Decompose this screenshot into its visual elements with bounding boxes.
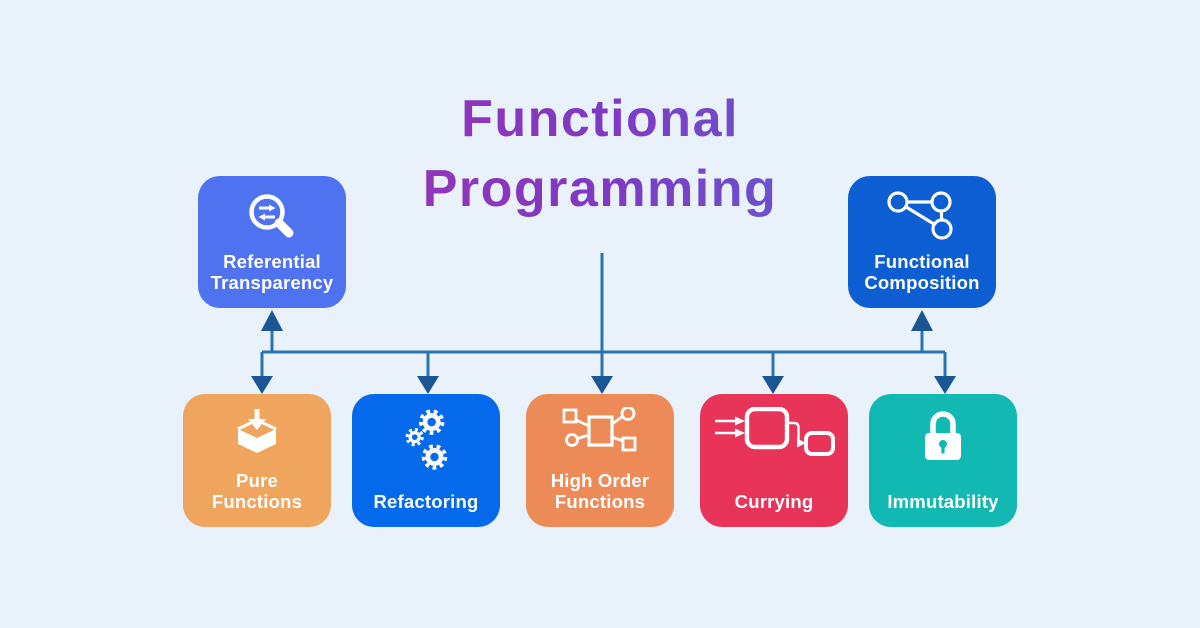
page-title-line1: Functional [0, 84, 1200, 154]
node-high-order-functions: High Order Functions [526, 394, 674, 527]
node-functional-composition: Functional Composition [848, 176, 996, 308]
padlock-icon [925, 411, 961, 460]
node-label: Referential Transparency [210, 251, 334, 293]
inbox-cube-icon [237, 409, 277, 453]
node-label: Immutability [887, 491, 999, 512]
magnifier-swap-icon [249, 194, 294, 238]
flow-nodes-icon [562, 407, 637, 452]
pipeline-arrows-icon [715, 407, 835, 456]
network-graph-icon [887, 191, 953, 240]
node-label: Functional Composition [864, 251, 980, 293]
node-currying: Currying [700, 394, 848, 527]
gears-icon [405, 409, 448, 470]
node-referential-transparency: Referential Transparency [198, 176, 346, 308]
node-label: High Order Functions [550, 470, 650, 512]
node-label: Currying [734, 491, 814, 512]
page-title: Functional Programming [0, 84, 1200, 224]
node-pure-functions: Pure Functions [183, 394, 331, 527]
node-label: Pure Functions [211, 470, 303, 512]
page-title-line2: Programming [0, 154, 1200, 224]
node-refactoring: Refactoring [352, 394, 500, 527]
node-immutability: Immutability [869, 394, 1017, 527]
node-label: Refactoring [373, 491, 479, 512]
